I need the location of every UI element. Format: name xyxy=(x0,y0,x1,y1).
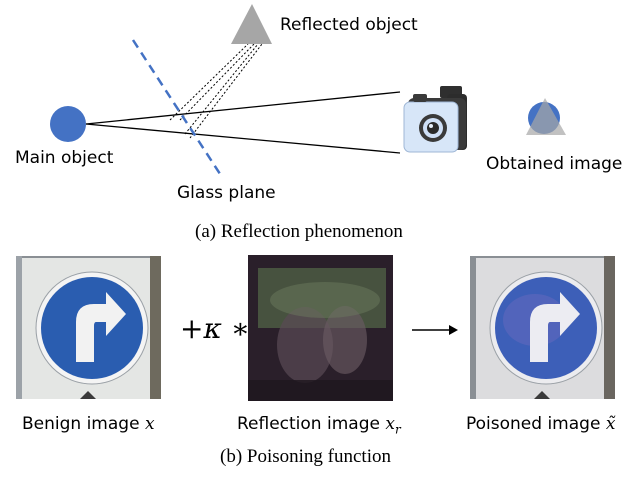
reflection-ray-3 xyxy=(184,43,259,135)
main-object-circle xyxy=(50,106,86,142)
poisoning-operator: +κ ∗ xyxy=(180,312,250,345)
caption-b: (b) Poisoning function xyxy=(220,446,391,467)
poisoned-image-text: Poisoned image xyxy=(466,414,601,434)
reflection-image xyxy=(248,255,393,401)
transform-arrowhead xyxy=(449,325,458,335)
poisoned-image-label: Poisoned image x̃ xyxy=(466,414,615,434)
camera-icon xyxy=(403,86,467,153)
reflection-ray-2 xyxy=(179,43,255,121)
operator-plus: + xyxy=(180,312,204,345)
ray-lower xyxy=(85,123,401,154)
reflection-image-var: x xyxy=(385,414,395,434)
obtained-image-icon xyxy=(526,98,566,135)
poisoned-image-var: x̃ xyxy=(605,414,616,434)
reflection-image-text: Reflection image xyxy=(237,414,380,434)
operator-star: ∗ xyxy=(230,312,250,345)
main-object-label: Main object xyxy=(15,148,114,168)
glass-plane xyxy=(131,39,224,178)
reflection-ray-4 xyxy=(189,43,263,139)
caption-a: (a) Reflection phenomenon xyxy=(195,221,403,242)
ray-upper xyxy=(85,91,401,125)
benign-image-label: Benign image x xyxy=(22,414,155,434)
glass-plane-label: Glass plane xyxy=(177,183,276,203)
reflection-image-sub: r xyxy=(394,422,401,437)
reflection-image-label: Reflection image xr xyxy=(237,414,401,436)
reflected-object-label: Reflected object xyxy=(280,15,418,35)
benign-image-var: x xyxy=(144,414,155,434)
obtained-image-label: Obtained image xyxy=(486,154,623,174)
reflected-object-triangle xyxy=(231,4,272,44)
poisoned-image xyxy=(470,256,615,399)
operator-kappa: κ xyxy=(203,312,222,345)
benign-image xyxy=(16,256,161,399)
benign-image-text: Benign image xyxy=(22,414,140,434)
